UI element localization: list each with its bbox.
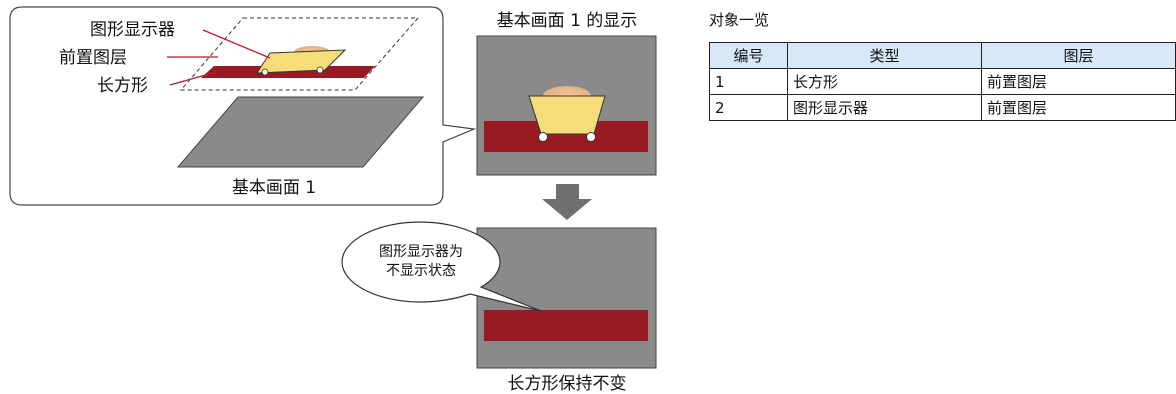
leader-rect xyxy=(169,71,217,86)
table-row: 2 图形显示器 前置图层 xyxy=(709,94,1176,121)
bubble-text-line1: 图形显示器为 xyxy=(379,244,463,260)
cell-number: 2 xyxy=(709,94,788,121)
front-layer-plane xyxy=(179,17,420,91)
header-number: 编号 xyxy=(709,42,788,69)
table-title: 对象一览 xyxy=(709,11,770,29)
label-rectangle: 长方形 xyxy=(97,76,148,96)
label-graphic-display: 图形显示器 xyxy=(90,20,175,40)
cell-layer: 前置图层 xyxy=(981,68,1176,95)
preview-graphic-display xyxy=(528,95,606,135)
label-front-layer: 前置图层 xyxy=(59,48,127,68)
table-row: 1 长方形 前置图层 xyxy=(709,68,1176,95)
preview-bottom-rectangle xyxy=(484,310,648,341)
base-screen-shape xyxy=(176,96,425,168)
cell-layer: 前置图层 xyxy=(981,94,1176,121)
table-header-row: 编号 类型 图层 xyxy=(709,42,1176,69)
left-panel-caption: 基本画面 1 xyxy=(232,178,316,198)
preview-wheel-left xyxy=(538,132,548,142)
preview-bottom-caption: 长方形保持不变 xyxy=(508,374,627,394)
display-wheel-left xyxy=(261,68,269,76)
header-type: 类型 xyxy=(787,42,982,69)
leader-display xyxy=(202,29,271,59)
preview-top-title: 基本画面 1 的显示 xyxy=(497,11,638,31)
preview-wheel-right xyxy=(586,132,596,142)
header-layer: 图层 xyxy=(981,42,1176,69)
object-list-table: 编号 类型 图层 1 长方形 前置图层 2 图形显示器 前置图层 xyxy=(709,42,1176,121)
speech-bubble xyxy=(341,221,542,312)
graphic-display-shape xyxy=(256,49,347,74)
display-wheel-right xyxy=(316,66,324,74)
cell-type: 图形显示器 xyxy=(787,94,982,121)
down-arrow-icon xyxy=(542,184,592,220)
bubble-text-line2: 不显示状态 xyxy=(386,263,456,279)
cell-type: 长方形 xyxy=(787,68,982,95)
cell-number: 1 xyxy=(709,68,788,95)
